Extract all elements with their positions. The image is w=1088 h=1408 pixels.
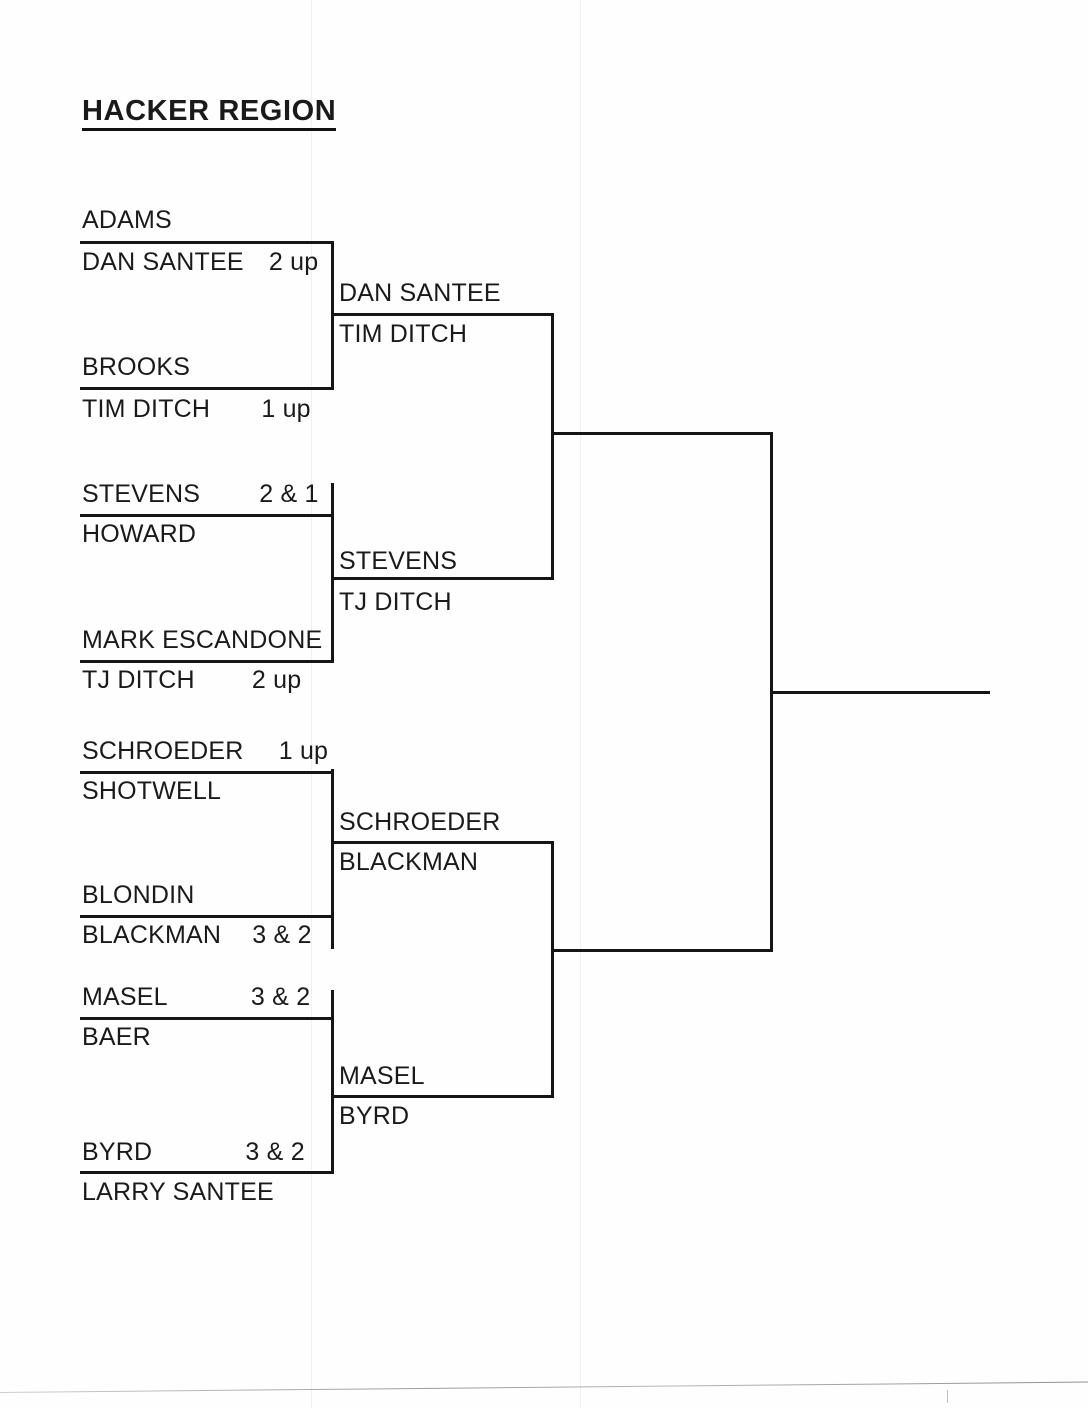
round2-match-1-bottom: TIM DITCH	[339, 322, 467, 347]
player-name: BLONDIN	[82, 881, 195, 909]
page-title: HACKER REGION	[82, 96, 337, 132]
match-score: 2 up	[268, 248, 319, 276]
round1-match-4-rule	[80, 660, 334, 663]
round1-match-8-rule	[80, 1171, 334, 1174]
player-name: BYRD	[82, 1138, 153, 1166]
round1-match-2-bottom: TIM DITCH 1 up	[82, 397, 311, 422]
round2-feed-b	[551, 949, 773, 952]
round1-match-6-top: BLONDIN	[82, 883, 224, 908]
regional-champion-line	[770, 691, 990, 694]
player-name: DAN SANTEE	[339, 279, 501, 307]
player-name: MASEL	[339, 1062, 425, 1090]
scan-fold-line-right	[580, 0, 581, 1408]
round2-match-4-top: MASEL	[339, 1064, 425, 1089]
player-name: BROOKS	[82, 353, 191, 381]
round2-match-1-rule	[334, 313, 554, 316]
round1-match-1-top: ADAMS	[82, 208, 201, 233]
round1-match-8-bottom: LARRY SANTEE	[82, 1180, 303, 1205]
player-name: ADAMS	[82, 206, 172, 234]
player-name: MARK ESCANDONE	[82, 626, 323, 654]
match-score: 2 up	[251, 666, 302, 694]
round1-match-4-bottom: TJ DITCH 2 up	[82, 668, 301, 693]
scan-fold-line-left	[311, 0, 312, 1408]
round1-match-5-bottom: SHOTWELL	[82, 779, 250, 804]
player-name: STEVENS	[339, 547, 458, 575]
player-name: TJ DITCH	[82, 666, 195, 694]
player-name: SCHROEDER	[82, 737, 244, 765]
round2-match-2-top: STEVENS	[339, 549, 457, 574]
round1-connector-a	[331, 241, 334, 390]
round2-match-1-top: DAN SANTEE	[339, 281, 501, 306]
match-score: 1 up	[261, 395, 311, 423]
player-name: SCHROEDER	[339, 808, 501, 836]
round1-match-6-rule	[80, 915, 334, 918]
round2-feed-a	[551, 432, 773, 435]
player-name: STEVENS	[82, 480, 201, 508]
player-name: BAER	[82, 1023, 151, 1051]
round1-match-3-rule	[80, 514, 334, 517]
round2-match-3-bottom: BLACKMAN	[339, 850, 478, 875]
match-score: 2 & 1	[259, 480, 319, 508]
round2-match-3-top: SCHROEDER	[339, 810, 501, 835]
round2-match-4-rule	[334, 1095, 554, 1098]
player-name: TJ DITCH	[339, 588, 452, 616]
player-name: MASEL	[82, 983, 168, 1011]
round1-connector-d	[331, 990, 334, 1173]
match-score: 1 up	[278, 737, 329, 765]
round1-match-1-rule	[80, 241, 334, 244]
player-name: BLACKMAN	[82, 921, 222, 949]
player-name: TIM DITCH	[82, 395, 211, 423]
round1-match-4-top: MARK ESCANDONE	[82, 628, 346, 653]
player-name: SHOTWELL	[82, 777, 222, 805]
round1-match-2-top: BROOKS	[82, 355, 219, 380]
match-score: 3 & 2	[250, 983, 311, 1011]
round1-match-1-bottom: DAN SANTEE 2 up	[82, 250, 318, 275]
round1-match-5-rule	[80, 771, 334, 774]
round1-match-3-top: STEVENS 2 & 1	[82, 482, 319, 507]
round1-match-5-top: SCHROEDER 1 up	[82, 739, 328, 764]
round1-match-7-bottom: BAER	[82, 1025, 180, 1050]
round2-connector-b	[551, 841, 554, 1098]
round2-match-2-bottom: TJ DITCH	[339, 590, 452, 615]
round2-match-2-rule	[334, 577, 554, 580]
round1-match-8-top: BYRD 3 & 2	[82, 1140, 305, 1165]
page-edge-line	[0, 1381, 1088, 1393]
round2-connector-a	[551, 313, 554, 580]
round1-match-6-bottom: BLACKMAN 3 & 2	[82, 923, 312, 948]
match-score: 3 & 2	[245, 1138, 305, 1166]
round1-match-7-rule	[80, 1017, 334, 1020]
round1-match-3-bottom: HOWARD	[82, 522, 225, 547]
player-name: HOWARD	[82, 520, 197, 548]
round1-match-2-rule	[80, 387, 334, 390]
player-name: BYRD	[339, 1102, 410, 1130]
player-name: BLACKMAN	[339, 848, 479, 876]
player-name: DAN SANTEE	[82, 248, 244, 276]
round1-connector-b	[331, 483, 334, 663]
round1-connector-c	[331, 769, 334, 949]
player-name: TIM DITCH	[339, 320, 468, 348]
round1-match-7-top: MASEL 3 & 2	[82, 985, 310, 1010]
page-edge-tick	[947, 1390, 948, 1403]
player-name: LARRY SANTEE	[82, 1178, 274, 1206]
round2-match-3-rule	[334, 841, 554, 844]
round2-match-4-bottom: BYRD	[339, 1104, 409, 1129]
match-score: 3 & 2	[252, 921, 312, 949]
